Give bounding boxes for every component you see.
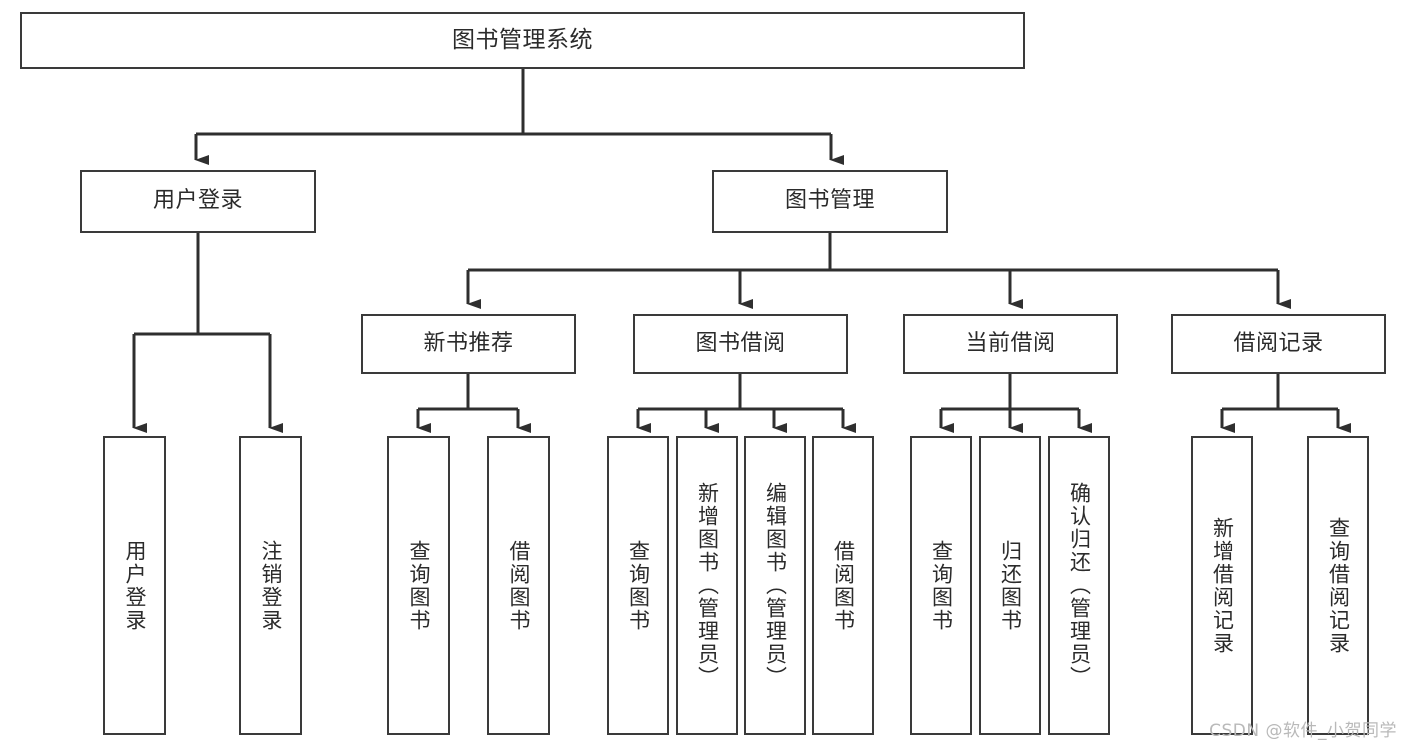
node-leaf-query-record[interactable]: 查询借阅记录 xyxy=(1307,436,1369,735)
node-book-borrow[interactable]: 图书借阅 xyxy=(633,314,848,374)
node-leaf-edit-book-label: 编辑图书（管理员） xyxy=(763,482,788,689)
node-leaf-confirm-return[interactable]: 确认归还（管理员） xyxy=(1048,436,1110,735)
node-leaf-borrow-book-2[interactable]: 借阅图书 xyxy=(812,436,874,735)
node-leaf-query-book-2[interactable]: 查询图书 xyxy=(607,436,669,735)
node-leaf-edit-book[interactable]: 编辑图书（管理员） xyxy=(744,436,806,735)
node-leaf-add-book-label: 新增图书（管理员） xyxy=(695,482,720,689)
node-leaf-user-login-label: 用户登录 xyxy=(122,539,147,632)
node-book-borrow-label: 图书借阅 xyxy=(695,330,786,356)
node-borrow-record-label: 借阅记录 xyxy=(1233,330,1324,356)
node-leaf-query-book-3-label: 查询图书 xyxy=(929,539,954,632)
node-leaf-add-record[interactable]: 新增借阅记录 xyxy=(1191,436,1253,735)
node-leaf-borrow-book-2-label: 借阅图书 xyxy=(831,539,856,632)
node-leaf-user-logout-label: 注销登录 xyxy=(258,539,283,632)
csdn-watermark: CSDN @软件_小贺同学 xyxy=(1209,721,1397,741)
node-leaf-return-book[interactable]: 归还图书 xyxy=(979,436,1041,735)
node-leaf-add-record-label: 新增借阅记录 xyxy=(1210,516,1235,655)
node-root[interactable]: 图书管理系统 xyxy=(20,12,1025,69)
node-leaf-return-book-label: 归还图书 xyxy=(998,539,1023,632)
node-leaf-query-record-label: 查询借阅记录 xyxy=(1326,516,1351,655)
node-leaf-borrow-book-1-label: 借阅图书 xyxy=(506,539,531,632)
node-new-book-rec[interactable]: 新书推荐 xyxy=(361,314,576,374)
node-leaf-query-book-1-label: 查询图书 xyxy=(406,539,431,632)
node-user-login[interactable]: 用户登录 xyxy=(80,170,316,233)
node-current-borrow[interactable]: 当前借阅 xyxy=(903,314,1118,374)
node-leaf-query-book-1[interactable]: 查询图书 xyxy=(387,436,450,735)
node-borrow-record[interactable]: 借阅记录 xyxy=(1171,314,1386,374)
node-leaf-user-logout[interactable]: 注销登录 xyxy=(239,436,302,735)
node-root-label: 图书管理系统 xyxy=(452,26,593,53)
node-new-book-rec-label: 新书推荐 xyxy=(423,330,514,356)
node-leaf-confirm-return-label: 确认归还（管理员） xyxy=(1067,482,1092,689)
node-book-manage-label: 图书管理 xyxy=(784,188,875,214)
node-leaf-borrow-book-1[interactable]: 借阅图书 xyxy=(487,436,550,735)
node-current-borrow-label: 当前借阅 xyxy=(965,330,1056,356)
node-book-manage[interactable]: 图书管理 xyxy=(712,170,948,233)
node-leaf-query-book-2-label: 查询图书 xyxy=(626,539,651,632)
node-leaf-user-login[interactable]: 用户登录 xyxy=(103,436,166,735)
node-user-login-label: 用户登录 xyxy=(152,188,243,214)
node-leaf-add-book[interactable]: 新增图书（管理员） xyxy=(676,436,738,735)
node-leaf-query-book-3[interactable]: 查询图书 xyxy=(910,436,972,735)
